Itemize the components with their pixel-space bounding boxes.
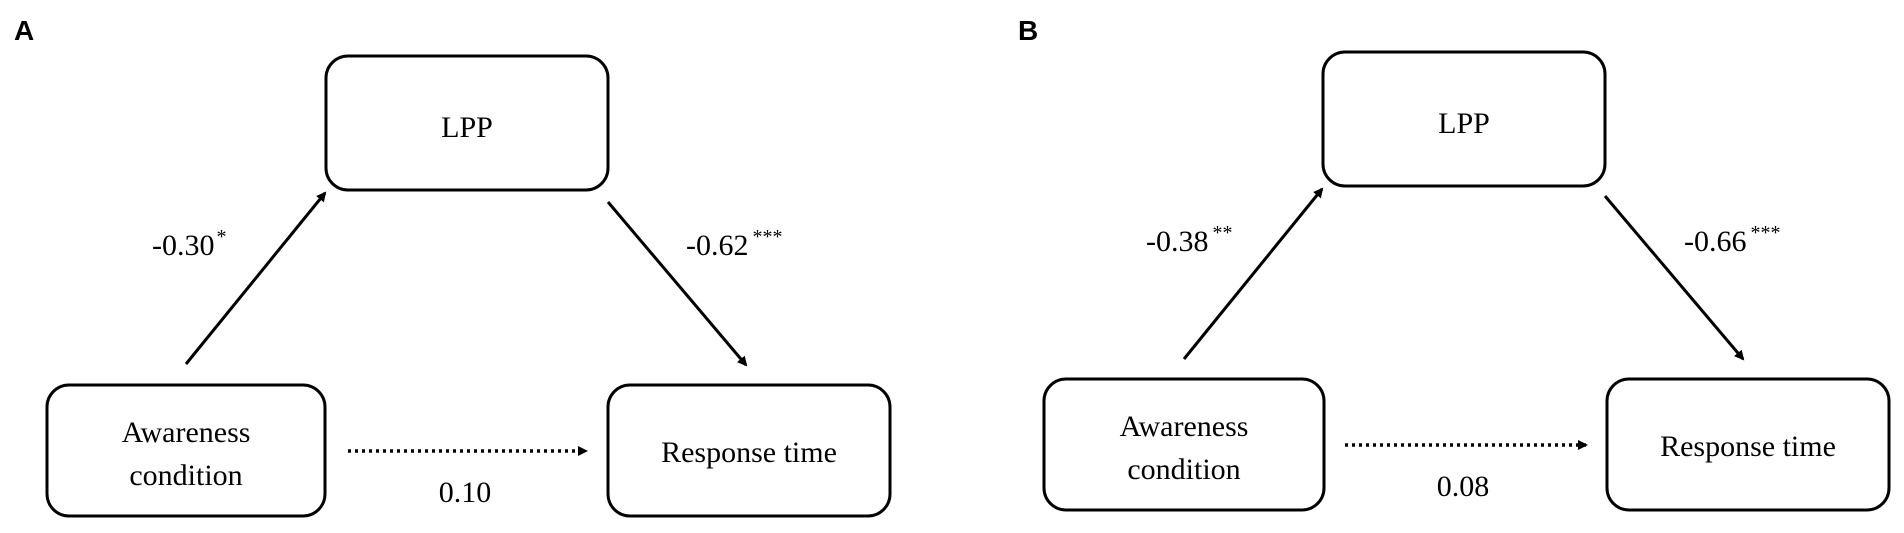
panel-a-path-a-label: -0.30* bbox=[152, 226, 227, 262]
panel-b-path-a-value: -0.38 bbox=[1146, 225, 1209, 258]
panel-b-path-b-value: -0.66 bbox=[1684, 225, 1747, 258]
panel-b-path-c-value: 0.08 bbox=[1437, 470, 1490, 503]
panel-b-path-b-sig: *** bbox=[1751, 222, 1781, 244]
panel-a-path-b-label: -0.62*** bbox=[686, 226, 783, 262]
panel-a-outcome-box bbox=[606, 383, 892, 518]
panel-a-path-b-value: -0.62 bbox=[686, 229, 749, 262]
panel-a: A LPP Awareness condition Response time … bbox=[14, 15, 892, 518]
panel-a-path-c-value: 0.10 bbox=[439, 476, 492, 509]
panel-b-path-a-label: -0.38** bbox=[1146, 222, 1233, 258]
panel-a-mediator-label: LPP bbox=[441, 111, 493, 144]
panel-b-outcome-box bbox=[1605, 377, 1891, 512]
panel-b-label: B bbox=[1018, 15, 1038, 46]
panel-a-path-a-sig: * bbox=[217, 226, 227, 248]
panel-a-path-a-value: -0.30 bbox=[152, 229, 215, 262]
panel-a-mediator-box bbox=[324, 54, 610, 192]
panel-b-path-b-label: -0.66*** bbox=[1684, 222, 1781, 258]
panel-b-outcome-label: Response time bbox=[1660, 430, 1836, 463]
panel-b-mediator-box bbox=[1321, 50, 1607, 188]
panel-a-predictor-box bbox=[45, 383, 327, 518]
panel-b-path-b-arrow bbox=[1603, 195, 1745, 361]
panel-b-path-a-sig: ** bbox=[1213, 222, 1233, 244]
panel-b-predictor-label-line1: Awareness bbox=[1120, 410, 1249, 443]
panel-a-path-a-arrow bbox=[184, 191, 327, 365]
panel-b-predictor-box bbox=[1042, 377, 1326, 512]
panel-b: B LPP Awareness condition Response time … bbox=[1018, 15, 1891, 512]
panel-a-label: A bbox=[14, 15, 34, 46]
panel-a-predictor-label-line1: Awareness bbox=[122, 416, 251, 449]
panel-a-outcome-label: Response time bbox=[661, 436, 837, 469]
panel-a-path-b-sig: *** bbox=[753, 226, 783, 248]
panel-b-predictor-label-line2: condition bbox=[1127, 453, 1240, 486]
panel-a-path-b-arrow bbox=[606, 201, 748, 367]
panel-b-path-a-arrow bbox=[1182, 187, 1324, 360]
panel-a-predictor-label-line2: condition bbox=[129, 459, 242, 492]
panel-b-mediator-label: LPP bbox=[1438, 107, 1490, 140]
